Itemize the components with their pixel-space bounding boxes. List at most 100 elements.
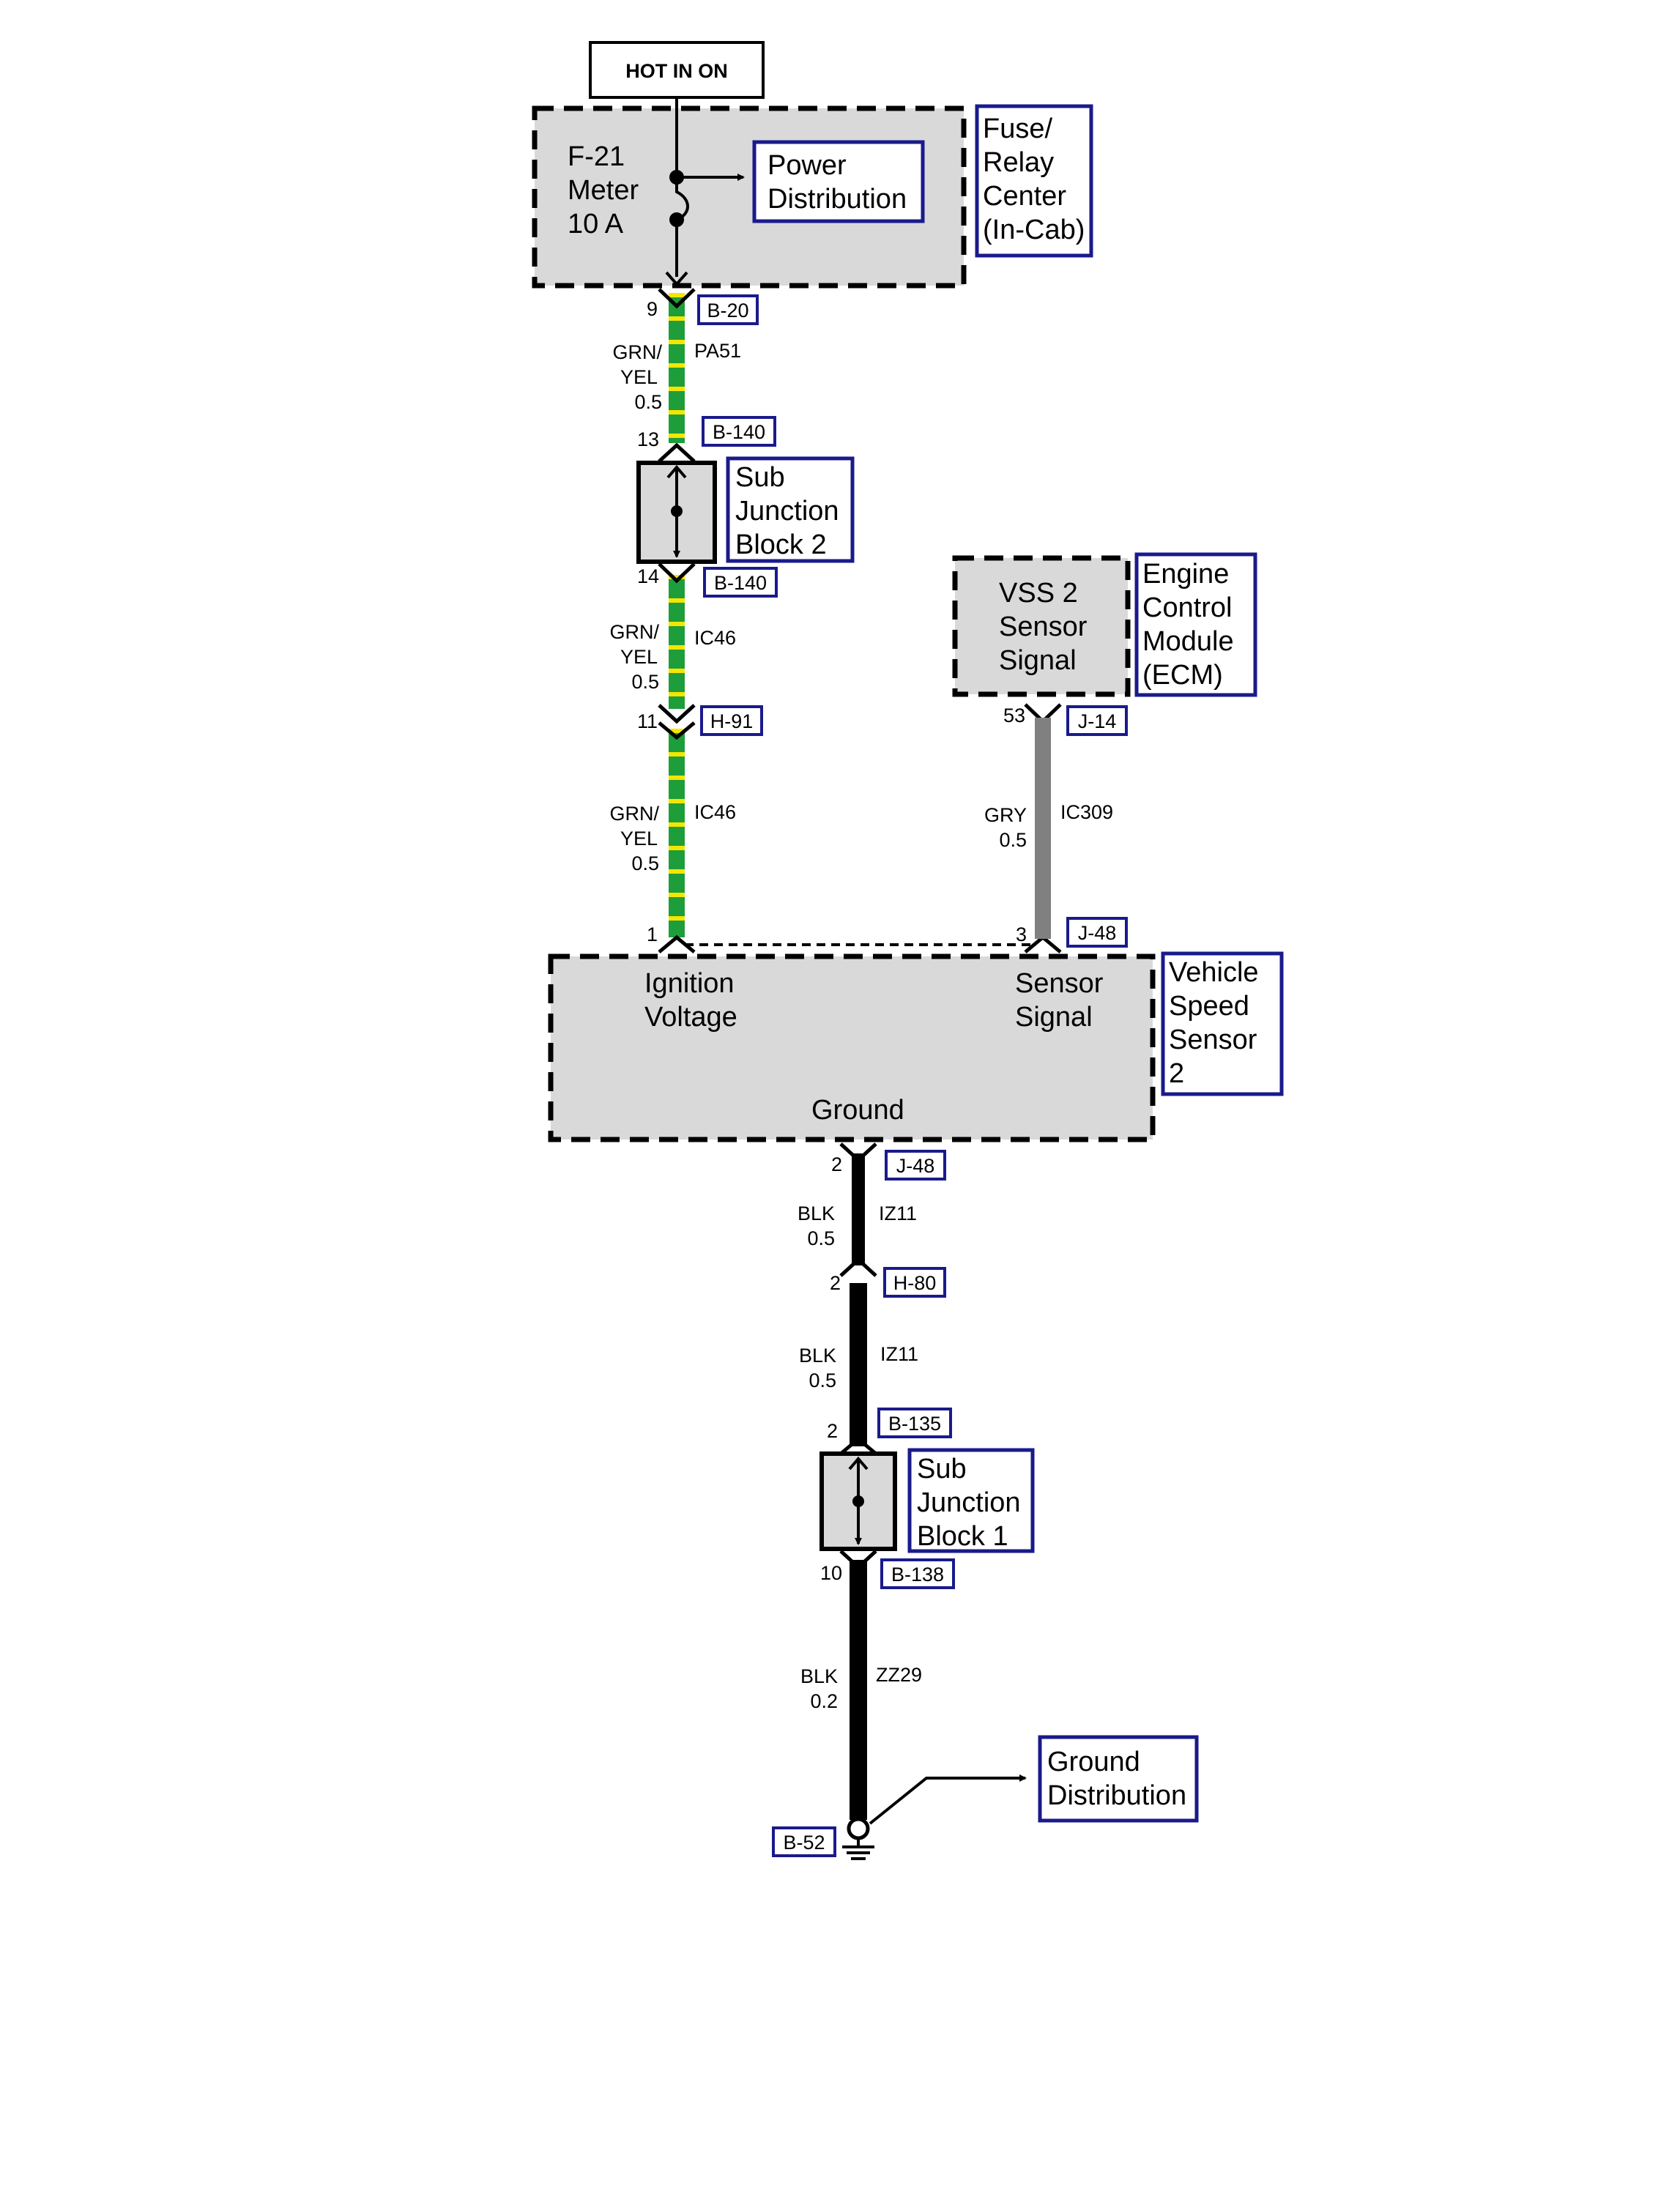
wire-label-zz29: BLK 0.2 ZZ29 <box>800 1664 922 1712</box>
tag-j14-text: J-14 <box>1078 710 1117 732</box>
pin-14-text: 14 <box>637 565 659 587</box>
ecm-label-line-4: (ECM) <box>1142 660 1223 691</box>
sub-junction-block-1: Sub Junction Block 1 <box>819 1448 1035 1553</box>
connector-tag-b140-b[interactable]: B-140 14 <box>637 565 778 598</box>
fuse-symbol <box>665 97 745 287</box>
ecm-signal-line-2: Sensor <box>999 611 1088 642</box>
engine-control-module: VSS 2 Sensor Signal Engine Control Modul… <box>952 552 1257 697</box>
connector-tag-b140-a[interactable]: B-140 13 <box>637 416 776 450</box>
tag-b138-text: B-138 <box>891 1564 944 1586</box>
fuse-relay-center-label-box <box>975 104 1093 258</box>
connector-tag-b52[interactable]: B-52 <box>772 1826 836 1857</box>
connector-tag-j48-a[interactable]: J-48 3 <box>1016 917 1128 948</box>
wire-label-pa51: GRN/ YEL 0.5 PA51 <box>613 340 742 413</box>
iz11a-circuit: IZ11 <box>879 1202 917 1224</box>
ic46a-color-1: GRN/ <box>610 621 660 643</box>
ic309-color: GRY <box>984 804 1027 826</box>
ic46a-color-2: YEL <box>620 646 658 668</box>
ic46b-circuit: IC46 <box>694 801 736 823</box>
power-distribution-box[interactable] <box>752 140 925 223</box>
vss-label-box <box>1161 951 1284 1096</box>
iz11b-color: BLK <box>799 1345 836 1367</box>
ground-distribution-line-2: Distribution <box>1047 1780 1186 1811</box>
iz11b-gauge: 0.5 <box>809 1369 836 1391</box>
wire-label-ic46-b: GRN/ YEL 0.5 IC46 <box>610 801 737 874</box>
connector-tag-h91[interactable]: H-91 11 <box>637 705 763 736</box>
pin-9-text: 9 <box>647 298 658 320</box>
ecm-signal-line-1: VSS 2 <box>999 578 1078 609</box>
ground-connector-symbols <box>839 1142 877 1570</box>
ecm-label-box <box>1134 552 1257 697</box>
ecm-signal-line-3: Signal <box>999 645 1077 676</box>
tag-j48b-text: J-48 <box>896 1155 935 1177</box>
vss-label-line-2: Speed <box>1169 991 1249 1022</box>
pin-10-text: 10 <box>820 1562 842 1584</box>
fuse-label-line-1: F-21 <box>568 141 625 172</box>
wire-label-iz11-a: BLK 0.5 IZ11 <box>798 1202 917 1249</box>
tag-b140a-text: B-140 <box>713 421 765 443</box>
iz11a-color: BLK <box>798 1202 835 1224</box>
zz29-color: BLK <box>800 1665 838 1687</box>
fuse-label-line-3: 10 A <box>568 209 624 239</box>
sub-junction-block-2: Sub Junction Block 2 <box>636 456 855 564</box>
ic46a-gauge: 0.5 <box>631 671 659 693</box>
connector-tag-j48-b[interactable]: J-48 2 <box>831 1150 946 1181</box>
tag-h91-text: H-91 <box>710 710 754 732</box>
vss-ignition-line-2: Voltage <box>644 1002 737 1033</box>
power-source-label: HOT IN ON <box>589 41 765 99</box>
tag-h80-text: H-80 <box>893 1272 937 1294</box>
ic46b-gauge: 0.5 <box>631 852 659 874</box>
tag-b52-text: B-52 <box>783 1832 825 1854</box>
ic46b-color-1: GRN/ <box>610 803 660 825</box>
sjb1-line-2: Junction <box>917 1487 1021 1518</box>
zz29-circuit: ZZ29 <box>876 1664 922 1686</box>
fuse-relay-label-line-1: Fuse/ <box>983 114 1052 144</box>
tag-b20-text: B-20 <box>707 300 748 321</box>
pa51-gauge: 0.5 <box>634 391 662 413</box>
tag-b140b-text: B-140 <box>714 572 767 594</box>
connector-tag-j14[interactable]: J-14 53 <box>1003 705 1128 736</box>
connector-tag-b138[interactable]: B-138 10 <box>820 1558 955 1589</box>
vss-sensor-line-2: Signal <box>1015 1002 1093 1033</box>
ground-point-b52 <box>842 1774 1027 1860</box>
pa51-color-2: YEL <box>620 366 658 388</box>
fuse-relay-center: F-21 Meter 10 A Power Distribution Fuse/… <box>532 104 1093 289</box>
connector-tag-h80[interactable]: H-80 2 <box>830 1267 946 1298</box>
vss-ignition-line-1: Ignition <box>644 968 735 999</box>
connector-tag-b20[interactable]: B-20 9 <box>647 294 759 325</box>
vss-label-line-3: Sensor <box>1169 1025 1257 1055</box>
tag-b135-text: B-135 <box>888 1413 941 1435</box>
iz11b-circuit: IZ11 <box>880 1343 918 1365</box>
ground-distribution-link[interactable]: Ground Distribution <box>1038 1735 1199 1823</box>
pin-53-text: 53 <box>1003 705 1025 726</box>
sjb1-line-1: Sub <box>917 1454 967 1484</box>
ecm-label-line-2: Control <box>1142 592 1233 623</box>
ground-distribution-line-1: Ground <box>1047 1747 1140 1777</box>
fuse-relay-label-line-4: (In-Cab) <box>983 215 1085 245</box>
vss-sensor-line-1: Sensor <box>1015 968 1104 999</box>
pin-11-text: 11 <box>637 710 658 732</box>
pa51-color-1: GRN/ <box>613 341 663 363</box>
vehicle-speed-sensor-2: Ignition Voltage Sensor Signal Ground Ve… <box>548 951 1284 1142</box>
connector-tag-b135[interactable]: B-135 2 <box>827 1408 952 1442</box>
wire-label-iz11-b: BLK 0.5 IZ11 <box>799 1343 918 1391</box>
pin-1-label: 1 <box>647 923 658 945</box>
sub-junction-2-label-box <box>726 456 855 563</box>
fuse-label-line-2: Meter <box>568 175 639 206</box>
iz11a-gauge: 0.5 <box>807 1227 835 1249</box>
pa51-circuit: PA51 <box>694 340 741 362</box>
pin-2c-text: 2 <box>827 1420 838 1442</box>
sjb2-line-3: Block 2 <box>735 529 827 560</box>
zz29-gauge: 0.2 <box>810 1690 838 1712</box>
ic309-circuit: IC309 <box>1060 801 1113 823</box>
vss-ground-text: Ground <box>811 1095 904 1126</box>
pin-1-text: 1 <box>647 923 658 945</box>
ecm-label-line-3: Module <box>1142 626 1234 657</box>
ic46a-circuit: IC46 <box>694 627 736 649</box>
sjb1-line-3: Block 1 <box>917 1521 1008 1552</box>
pin-2a-text: 2 <box>831 1153 842 1175</box>
vss-label-line-1: Vehicle <box>1169 957 1259 988</box>
sjb2-line-2: Junction <box>735 496 839 527</box>
tag-j48a-text: J-48 <box>1078 922 1117 944</box>
wire-label-ic309: GRY 0.5 IC309 <box>984 801 1113 851</box>
